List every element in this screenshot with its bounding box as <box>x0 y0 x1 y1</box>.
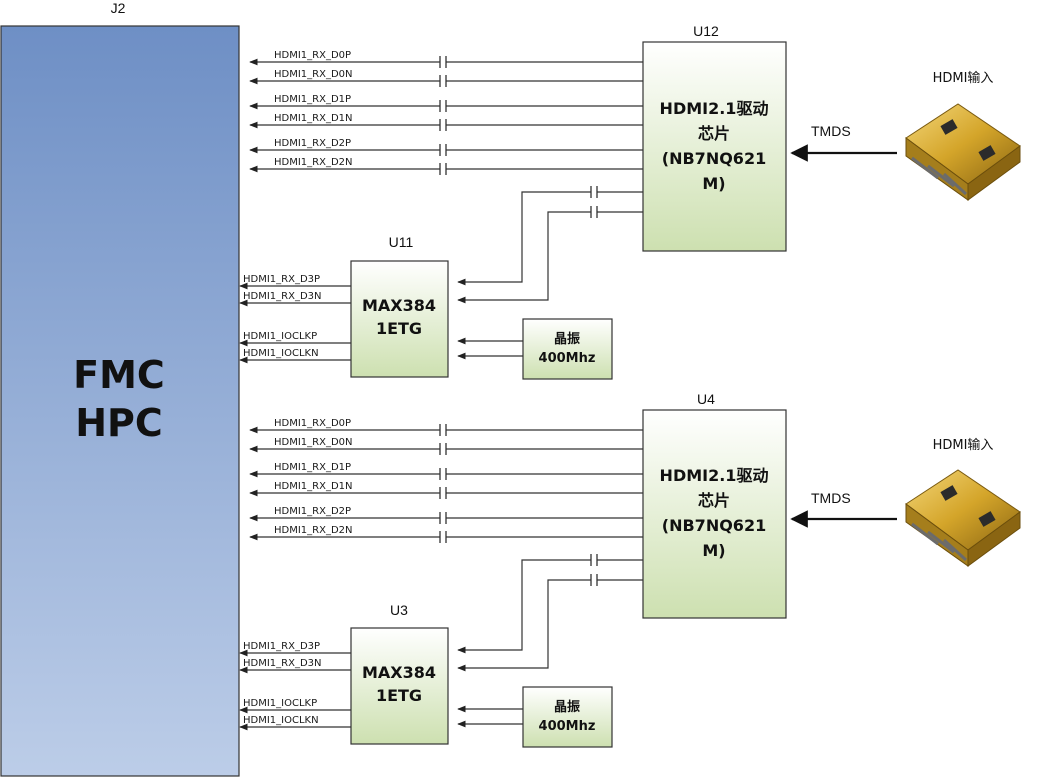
driver-name-line2: 芯片 <box>698 491 730 510</box>
driver-name-line4: M) <box>702 174 725 193</box>
driver-name-line1: HDMI2.1驱动 <box>660 466 769 485</box>
buffer-ref-label: U11 <box>389 234 414 250</box>
driver-chip-u4: U4 HDMI2.1驱动 芯片 (NB7NQ621 M) <box>642 391 787 619</box>
oscillator-top: 晶振 400Mhz <box>457 318 613 380</box>
fmc-title-line2: HPC <box>75 401 163 445</box>
signal-label: HDMI1_RX_D3P <box>243 641 320 652</box>
signal-label: HDMI1_RX_D2P <box>274 138 351 149</box>
fmc-title-line1: FMC <box>73 353 165 397</box>
driver-ref-label: U12 <box>693 23 719 39</box>
coupling-capacitors-top <box>439 52 447 177</box>
hdmi-connector-bottom: HDMI输入 <box>905 437 1021 567</box>
signal-label: HDMI1_RX_D2P <box>274 506 351 517</box>
buffer-name-line2: 1ETG <box>376 686 422 705</box>
fmc-body <box>0 25 240 777</box>
tmds-label: TMDS <box>811 123 851 139</box>
coupling-capacitors-bottom <box>439 420 447 545</box>
hdmi-input-label: HDMI输入 <box>933 437 994 453</box>
fmc-hpc-block: J2 FMC HPC <box>0 0 240 777</box>
signal-label: HDMI1_RX_D3N <box>243 658 322 669</box>
tmds-input-bottom: TMDS <box>790 490 897 528</box>
buffer-name-line1: MAX384 <box>362 663 436 682</box>
signal-label: HDMI1_RX_D2N <box>274 157 353 168</box>
buffer-chip-u11: U11 MAX384 1ETG <box>350 234 449 378</box>
signal-label: HDMI1_RX_D0P <box>274 50 351 61</box>
signal-label: HDMI1_RX_D1N <box>274 113 353 124</box>
buffer-chip-u3: U3 MAX384 1ETG <box>350 602 449 745</box>
buffer-feed-lines-bottom <box>457 554 643 672</box>
hdmi-input-label: HDMI输入 <box>933 70 994 86</box>
driver-name-line3: (NB7NQ621 <box>662 516 766 535</box>
group-top: HDMI1_RX_D0P HDMI1_RX_D0N HDMI1_RX_D1P H… <box>239 23 1021 380</box>
tmds-label: TMDS <box>811 490 851 506</box>
signal-label: HDMI1_RX_D1N <box>274 481 353 492</box>
driver-chip-u12: U12 HDMI2.1驱动 芯片 (NB7NQ621 M) <box>642 23 787 252</box>
driver-name-line2: 芯片 <box>698 124 730 143</box>
signal-label: HDMI1_RX_D2N <box>274 525 353 536</box>
group-bottom: HDMI1_RX_D0P HDMI1_RX_D0N HDMI1_RX_D1P H… <box>239 391 1021 748</box>
signal-label: HDMI1_RX_D3P <box>243 274 320 285</box>
buffer-name-line2: 1ETG <box>376 319 422 338</box>
driver-name-line3: (NB7NQ621 <box>662 149 766 168</box>
hdmi-connector-icon <box>905 469 1021 567</box>
driver-name-line1: HDMI2.1驱动 <box>660 99 769 118</box>
buffer-output-lines-top <box>239 282 351 364</box>
buffer-output-lines-bottom <box>239 649 351 731</box>
driver-ref-label: U4 <box>697 391 715 407</box>
driver-name-line4: M) <box>702 541 725 560</box>
signal-label: HDMI1_RX_D1P <box>274 462 351 473</box>
signal-label: HDMI1_IOCLKP <box>243 331 317 342</box>
signal-label: HDMI1_IOCLKP <box>243 698 317 709</box>
signal-label: HDMI1_RX_D1P <box>274 94 351 105</box>
signal-label: HDMI1_RX_D0N <box>274 437 353 448</box>
oscillator-line2: 400Mhz <box>539 351 596 366</box>
buffer-feed-lines-top <box>457 186 643 304</box>
signal-label: HDMI1_RX_D0N <box>274 69 353 80</box>
signal-label: HDMI1_IOCLKN <box>243 715 319 726</box>
oscillator-bottom: 晶振 400Mhz <box>457 686 613 748</box>
buffer-ref-label: U3 <box>390 602 408 618</box>
buffer-name-line1: MAX384 <box>362 296 436 315</box>
signal-label: HDMI1_RX_D0P <box>274 418 351 429</box>
fmc-ref-label: J2 <box>111 0 126 16</box>
oscillator-line1: 晶振 <box>554 699 580 715</box>
hdmi-connector-top: HDMI输入 <box>905 70 1021 201</box>
hdmi-connector-icon <box>905 103 1021 201</box>
signal-label: HDMI1_RX_D3N <box>243 291 322 302</box>
oscillator-line2: 400Mhz <box>539 719 596 734</box>
oscillator-line1: 晶振 <box>554 331 580 347</box>
signal-label: HDMI1_IOCLKN <box>243 348 319 359</box>
tmds-input-top: TMDS <box>790 123 897 162</box>
